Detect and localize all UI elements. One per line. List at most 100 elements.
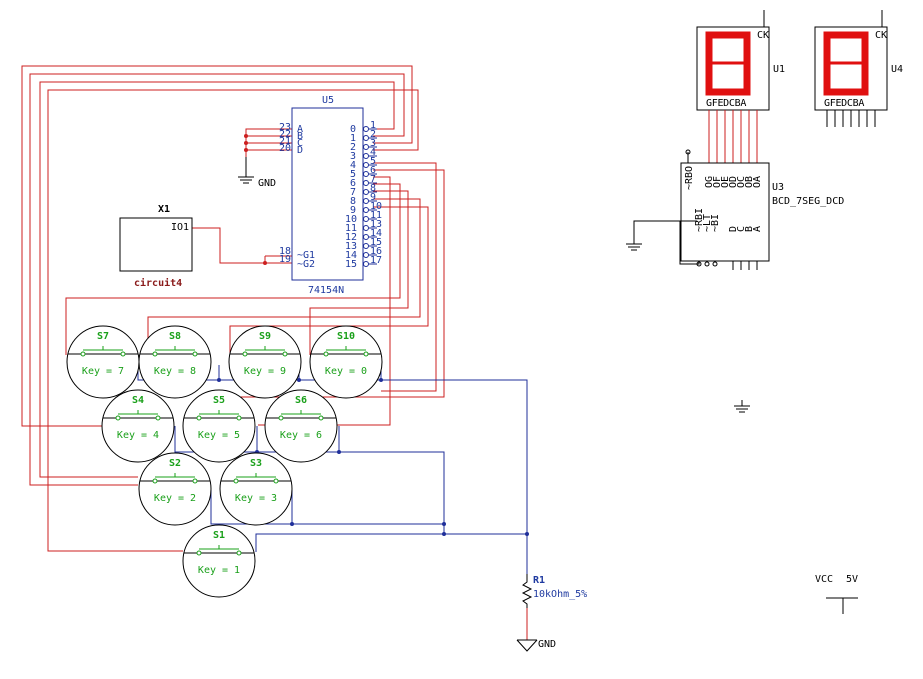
vcc-label: VCC [815, 574, 833, 585]
bcd-out-pin: OE [720, 176, 731, 188]
key-terminal [236, 415, 242, 421]
decoder-output-bubble [363, 216, 369, 222]
key-outline [182, 389, 256, 463]
svg-text:20: 20 [279, 143, 291, 154]
decoder-output-name: 4 [350, 160, 356, 171]
svg-text:~G1: ~G1 [297, 250, 315, 261]
decoder-output-bubble [363, 243, 369, 249]
bcd-part: BCD_7SEG_DCD [772, 196, 844, 207]
bcd-out-pin: OF [712, 176, 723, 188]
decoder-output-name: 3 [350, 151, 356, 162]
decoder-u5[interactable]: U5 74154N 23 A 22 B 21 C 20 D 18 ~G1 19 … [279, 95, 382, 296]
bcd-ctrl-pin: ~BI [710, 214, 721, 232]
svg-text:D: D [297, 145, 303, 156]
key-terminal [192, 478, 198, 484]
display-ck: CK [757, 30, 769, 41]
decoder-output-bubble [363, 153, 369, 159]
key-terminal [192, 351, 198, 357]
key-terminal [152, 351, 158, 357]
bcd-in-pin: B [744, 226, 755, 232]
decoder-output-name: 0 [350, 124, 356, 135]
key-outline [219, 452, 293, 526]
decoder-output-name: 8 [350, 196, 356, 207]
svg-text:19: 19 [279, 254, 291, 265]
gnd-label-r1: GND [538, 639, 556, 650]
gnd-symbol-resistor: GND [516, 639, 556, 652]
bcd-rbo: ~RBO [684, 166, 695, 190]
key-terminal [282, 351, 288, 357]
decoder-output-bubble [363, 180, 369, 186]
decoder-output-name: 10 [345, 214, 357, 225]
resistor-value: 10kOhm_5% [533, 589, 587, 600]
bcd-in-pin: C [736, 226, 747, 232]
key-label: Key = 0 [325, 366, 367, 377]
display-pins: GFEDCBA [706, 98, 746, 109]
key-terminal [273, 478, 279, 484]
key-outline [228, 325, 302, 399]
decoder-output-bubble [363, 144, 369, 150]
vcc-source: VCC 5V [815, 574, 858, 614]
key-label: Key = 1 [198, 565, 240, 576]
key-ref: S4 [132, 395, 144, 406]
subcircuit-pin: IO1 [171, 222, 189, 233]
bcd-ctrl-bubble [712, 261, 718, 267]
decoder-output-pin-num: 4 [370, 147, 376, 158]
key-label: Key = 4 [117, 430, 159, 441]
decoder-output-bubble [363, 126, 369, 132]
key-terminal [152, 478, 158, 484]
decoder-output-name: 7 [350, 187, 356, 198]
bcd-out-pin: OC [736, 176, 747, 188]
bcd-ctrl-bubble [704, 261, 710, 267]
decoder-output-bubble [363, 162, 369, 168]
decoder-output-bubble [363, 225, 369, 231]
display-pins: GFEDCBA [824, 98, 864, 109]
key-outline [182, 524, 256, 598]
subcircuit-name: circuit4 [134, 277, 182, 289]
display-ref: U1 [773, 64, 785, 75]
bcd-ctrl-pin: ~RBI [694, 208, 705, 232]
decoder-output-pin-num: 17 [370, 255, 382, 266]
decoder-part: 74154N [308, 285, 344, 296]
decoder-output-bubble [363, 171, 369, 177]
decoder-output-pin-num: 16 [370, 246, 382, 257]
decoder-output-pin-num: 8 [370, 183, 376, 194]
display-ref: U4 [891, 64, 903, 75]
decoder-output-name: 6 [350, 178, 356, 189]
resistor-r1[interactable]: R1 10kOhm_5% [521, 574, 587, 608]
decoder-output-name: 11 [345, 223, 357, 234]
key-label: Key = 6 [280, 430, 322, 441]
gnd-label: GND [258, 178, 276, 189]
key-outline [309, 325, 383, 399]
subcircuit-x1[interactable]: X1 IO1 circuit4 [119, 204, 193, 289]
decoder-output-pin-num: 9 [370, 192, 376, 203]
decoder-output-name: 5 [350, 169, 356, 180]
key-ref: S9 [259, 331, 271, 342]
key-outline [138, 325, 212, 399]
key-outline [138, 452, 212, 526]
decoder-output-name: 12 [345, 232, 357, 243]
decoder-output-pin-num: 10 [370, 201, 382, 212]
bcd-decoder-u3[interactable]: U3 BCD_7SEG_DCD ~RBO OGOFOEODOCOBOA~RBI~… [633, 149, 844, 270]
display-ck: CK [875, 30, 887, 41]
key-ref: S7 [97, 331, 109, 342]
key-terminal [155, 415, 161, 421]
bcd-out-pin: OG [704, 176, 715, 188]
key-label: Key = 7 [82, 366, 124, 377]
key-terminal [120, 351, 126, 357]
decoder-output-name: 13 [345, 241, 357, 252]
